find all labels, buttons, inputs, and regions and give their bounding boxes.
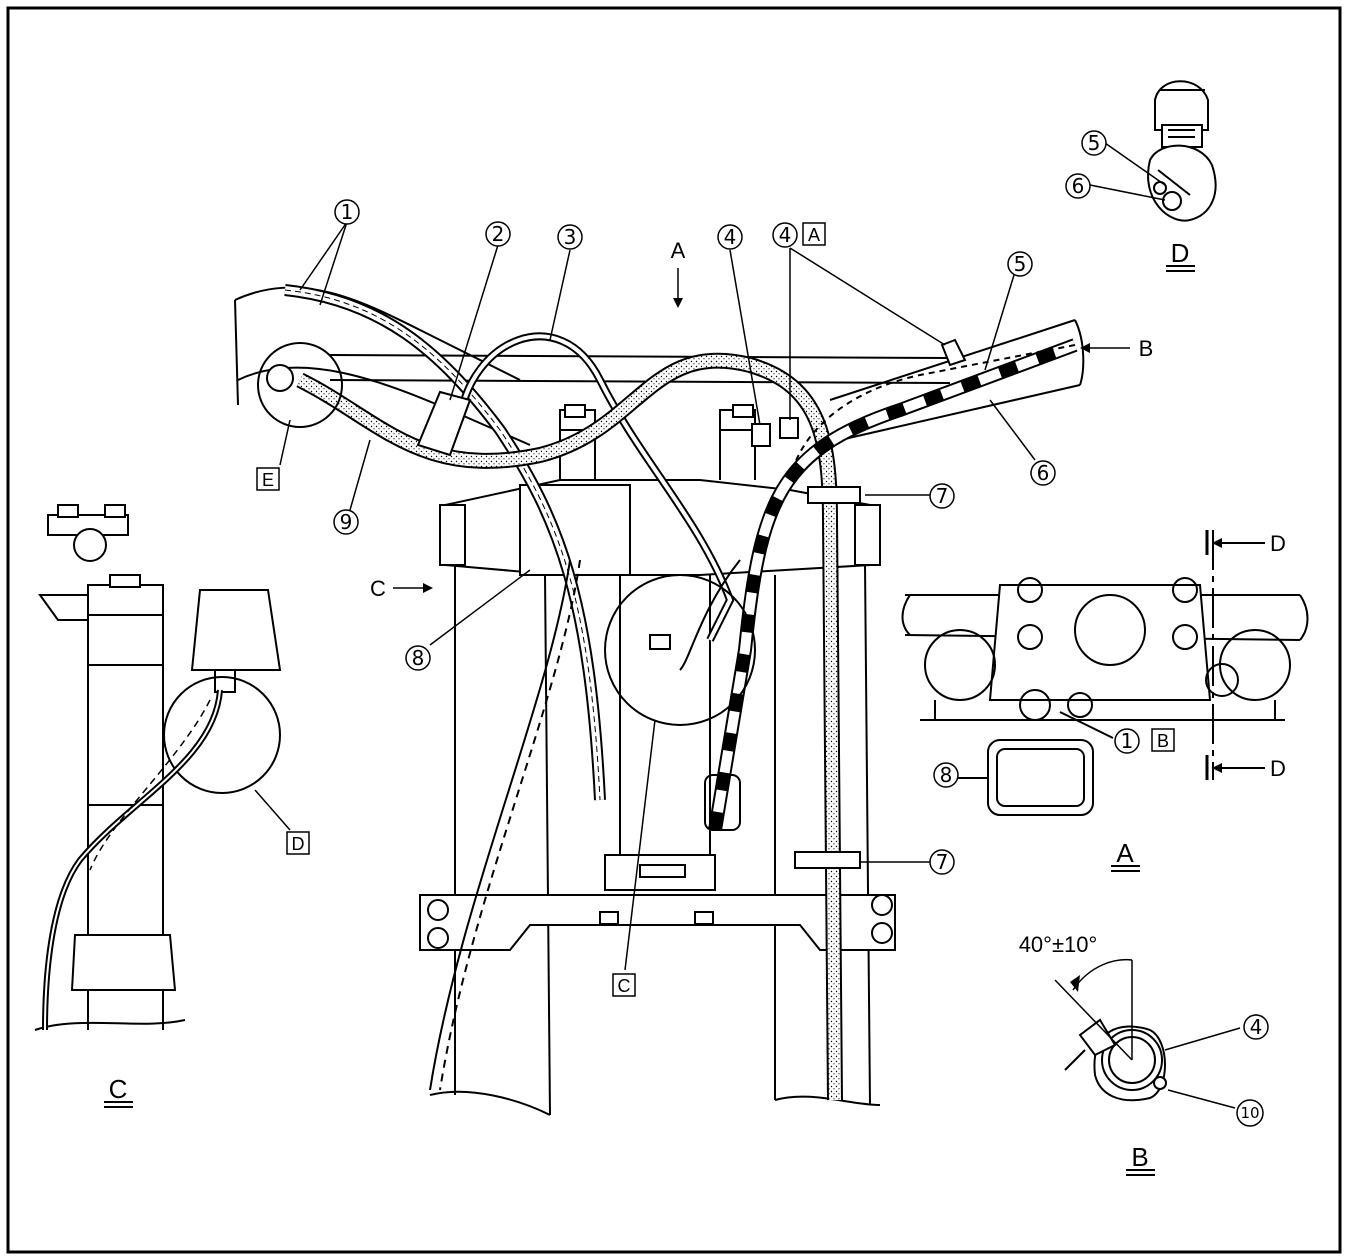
callout-4-left: 4	[724, 225, 737, 249]
boxed-letter-frames	[256, 222, 1175, 997]
callout-5-view-d: 5	[1088, 131, 1101, 155]
boxed-letter-a: A	[808, 225, 820, 245]
view-title-underlines	[104, 265, 1195, 1176]
callout-numbers: 1 2 3 4 4 5 6 7 7 8 9 1 8 5 6 4 10	[340, 131, 1263, 1122]
callout-8-view-a: 8	[940, 763, 953, 787]
boxed-letter-b: B	[1157, 731, 1169, 751]
view-c	[34, 504, 291, 1031]
callout-1-throttle: 1	[341, 200, 354, 224]
view-a	[901, 577, 1309, 816]
boxed-letter-text: A E C D B	[262, 225, 1169, 996]
view-b	[1054, 958, 1241, 1109]
view-titles: D A C B	[109, 238, 1190, 1172]
diagram-frame	[6, 6, 1342, 1254]
callout-2: 2	[492, 222, 505, 246]
callout-1-view-a: 1	[1121, 729, 1134, 753]
boxed-letter-c: C	[618, 976, 631, 996]
view-title-a: A	[1116, 838, 1134, 868]
callout-4-view-b: 4	[1250, 1015, 1263, 1039]
view-a-section-line	[958, 530, 1265, 780]
view-title-c: C	[109, 1074, 128, 1104]
callout-6-view-d: 6	[1072, 174, 1085, 198]
callout-3: 3	[564, 225, 577, 249]
view-title-d: D	[1171, 238, 1190, 268]
boxed-letter-d: D	[292, 834, 305, 854]
callout-6: 6	[1037, 461, 1050, 485]
view-arrow-letters: A C B D D	[370, 238, 1286, 781]
callout-7-upper: 7	[936, 484, 949, 508]
callout-7-lower: 7	[936, 850, 949, 874]
leader-lines	[279, 221, 1130, 971]
view-d	[1089, 80, 1217, 222]
view-arrow-d-top: D	[1270, 531, 1286, 556]
main-cables	[284, 284, 1078, 1101]
view-b-arrowhead	[1070, 975, 1080, 992]
callout-circles	[333, 130, 1269, 1127]
view-arrow-d-bottom: D	[1270, 756, 1286, 781]
callout-4-right: 4	[779, 223, 792, 247]
callout-5: 5	[1014, 252, 1027, 276]
angle-spec-label: 40°±10°	[1019, 932, 1098, 957]
view-a-arrowheads	[1212, 538, 1222, 773]
view-arrow-c: C	[370, 576, 386, 601]
main-details	[257, 338, 967, 869]
callout-10-view-b: 10	[1240, 1104, 1259, 1122]
arrow-heads	[423, 298, 1090, 593]
main-assembly-view	[234, 286, 1085, 1116]
callout-8: 8	[412, 646, 425, 670]
view-title-b: B	[1131, 1142, 1148, 1172]
callout-9: 9	[340, 510, 353, 534]
view-arrow-a: A	[671, 238, 686, 263]
view-arrow-b: B	[1139, 336, 1154, 361]
boxed-letter-e: E	[262, 470, 274, 490]
